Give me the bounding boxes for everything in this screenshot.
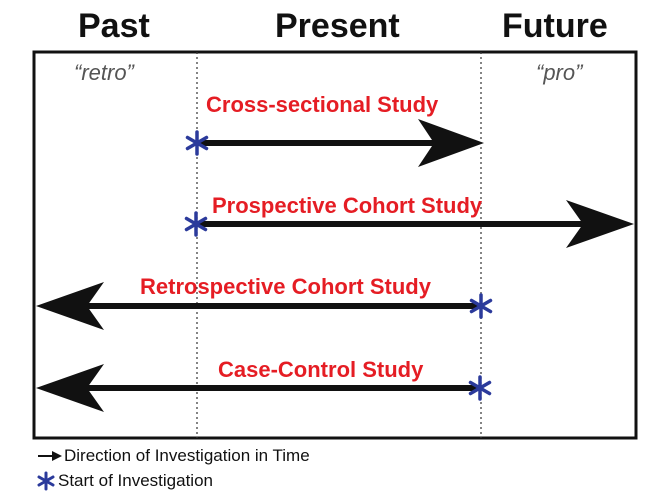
- legend-start-label: Start of Investigation: [58, 471, 213, 490]
- legend-arrow-icon: [38, 451, 62, 461]
- prospective-cohort-start-asterisk-icon: [184, 211, 208, 237]
- retrospective-cohort-label: Retrospective Cohort Study: [140, 274, 431, 299]
- past-header: Past: [78, 7, 150, 45]
- pro-label: “pro”: [536, 60, 583, 85]
- retro-label: “retro”: [74, 60, 134, 85]
- case-control-arrow: [36, 364, 481, 412]
- case-control-start-asterisk-icon: [468, 375, 492, 401]
- legend-direction-label: Direction of Investigation in Time: [64, 446, 310, 465]
- cross-sectional-arrow: [197, 119, 484, 167]
- case-control-label: Case-Control Study: [218, 357, 424, 382]
- prospective-cohort-label: Prospective Cohort Study: [212, 193, 483, 218]
- prospective-cohort-arrow: [197, 200, 634, 248]
- legend-asterisk-icon: [37, 471, 55, 491]
- retrospective-cohort-start-asterisk-icon: [469, 293, 493, 319]
- cross-sectional-start-asterisk-icon: [185, 130, 209, 156]
- retrospective-cohort-arrow: [36, 282, 481, 330]
- future-header: Future: [502, 7, 608, 45]
- diagram-frame: [32, 50, 638, 440]
- cross-sectional-label: Cross-sectional Study: [206, 92, 439, 117]
- present-header: Present: [275, 7, 400, 45]
